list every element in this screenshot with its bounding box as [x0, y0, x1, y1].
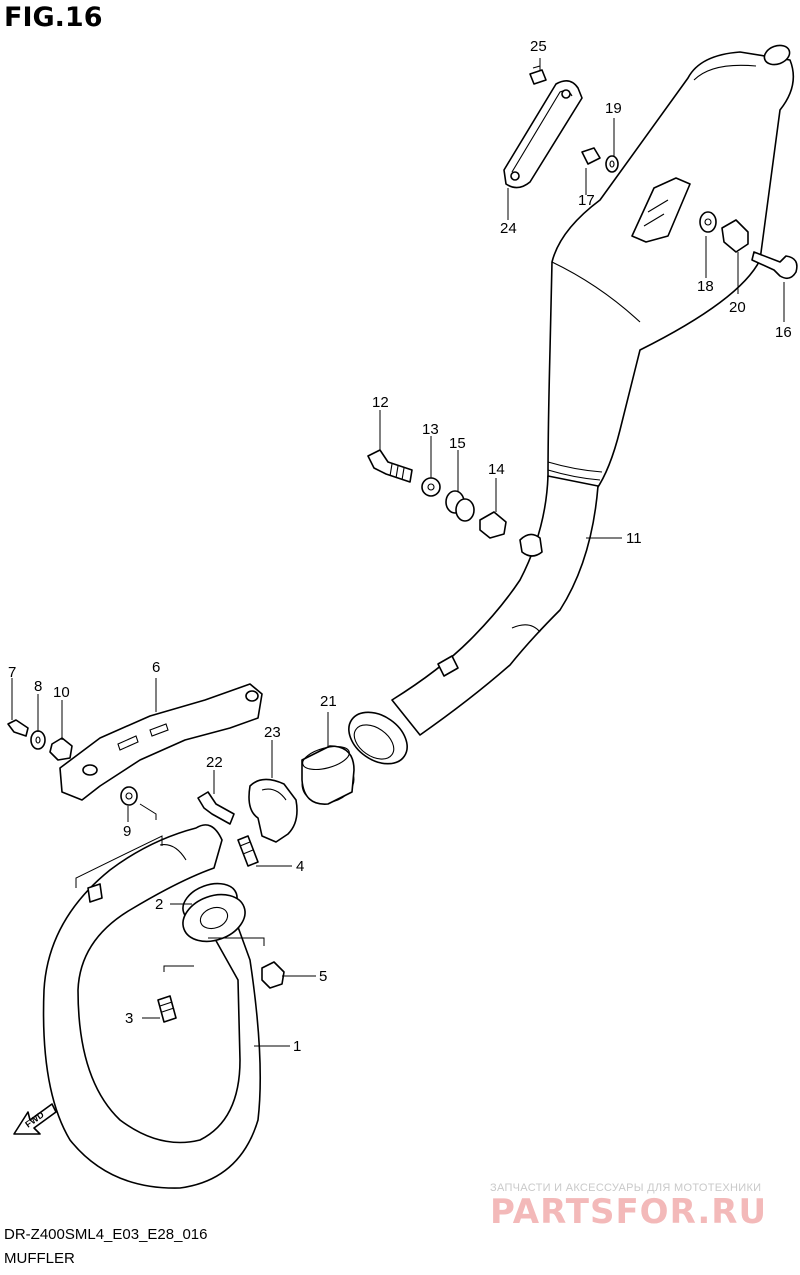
bolt-3[interactable]: [157, 995, 177, 1023]
washer-13[interactable]: [421, 477, 441, 497]
part-label-10[interactable]: 10: [53, 684, 70, 701]
mid-pipe[interactable]: [339, 475, 599, 774]
part-label-16[interactable]: 16: [775, 324, 792, 341]
grommet-15[interactable]: [445, 490, 475, 522]
part-label-11[interactable]: 11: [626, 530, 642, 547]
part-label-13[interactable]: 13: [422, 421, 439, 438]
part-label-6[interactable]: 6: [152, 659, 160, 676]
part-label-20[interactable]: 20: [729, 299, 746, 316]
nut-17[interactable]: [581, 147, 601, 165]
part-label-12[interactable]: 12: [372, 394, 389, 411]
diagram-caption: MUFFLER: [4, 1250, 75, 1267]
part-label-23[interactable]: 23: [264, 724, 281, 741]
part-label-3[interactable]: 3: [125, 1010, 133, 1027]
part-label-1[interactable]: 1: [293, 1038, 301, 1055]
part-label-2[interactable]: 2: [155, 896, 163, 913]
part-label-5[interactable]: 5: [319, 968, 327, 985]
collar-10[interactable]: [49, 737, 73, 761]
washer-19[interactable]: [605, 155, 619, 173]
exhaust-header-pipe[interactable]: [42, 824, 262, 1189]
part-label-24[interactable]: 24: [500, 220, 517, 237]
bolt-25[interactable]: [529, 65, 547, 85]
muffler-silencer[interactable]: [547, 42, 795, 491]
part-label-8[interactable]: 8: [34, 678, 42, 695]
clamp-23[interactable]: [248, 778, 298, 843]
bolt-12[interactable]: [367, 449, 413, 483]
washer-8[interactable]: [30, 730, 46, 750]
figure-title: FIG.16: [4, 2, 103, 33]
bolt-22[interactable]: [197, 791, 235, 825]
nut-5[interactable]: [261, 961, 285, 989]
model-code: DR-Z400SML4_E03_E28_016: [4, 1226, 208, 1243]
part-label-14[interactable]: 14: [488, 461, 505, 478]
silencer-strap[interactable]: [503, 80, 583, 189]
part-label-18[interactable]: 18: [697, 278, 714, 295]
part-label-9[interactable]: 9: [123, 823, 131, 840]
part-number-labels: 25 19 17 24 18 20 16 12 13 15 14 11 6 7 …: [8, 38, 792, 1055]
part-label-19[interactable]: 19: [605, 100, 622, 117]
leader-lines: [11, 58, 785, 1047]
bolt-7[interactable]: [7, 719, 29, 737]
bolt-16[interactable]: [751, 251, 798, 280]
part-label-17[interactable]: 17: [578, 192, 595, 209]
fwd-direction-arrow: FWD: [13, 1103, 57, 1135]
part-label-22[interactable]: 22: [206, 754, 223, 771]
collar-9[interactable]: [120, 786, 138, 806]
part-label-4[interactable]: 4: [296, 858, 304, 875]
gasket-21[interactable]: [298, 742, 359, 808]
collar-14[interactable]: [479, 511, 507, 539]
part-label-7[interactable]: 7: [8, 664, 16, 681]
watermark-tagline: ЗАПЧАСТИ И АКСЕССУАРЫ ДЛЯ МОТОТЕХНИКИ: [490, 1182, 762, 1194]
washer-18[interactable]: [699, 211, 717, 233]
watermark-logo: PARTSFOR.RU: [490, 1192, 768, 1232]
part-label-15[interactable]: 15: [449, 435, 466, 452]
muffler-bracket[interactable]: [59, 683, 263, 801]
part-label-21[interactable]: 21: [320, 693, 337, 710]
collar-20[interactable]: [721, 219, 749, 253]
part-label-25[interactable]: 25: [530, 38, 547, 55]
stud-4[interactable]: [237, 835, 259, 867]
